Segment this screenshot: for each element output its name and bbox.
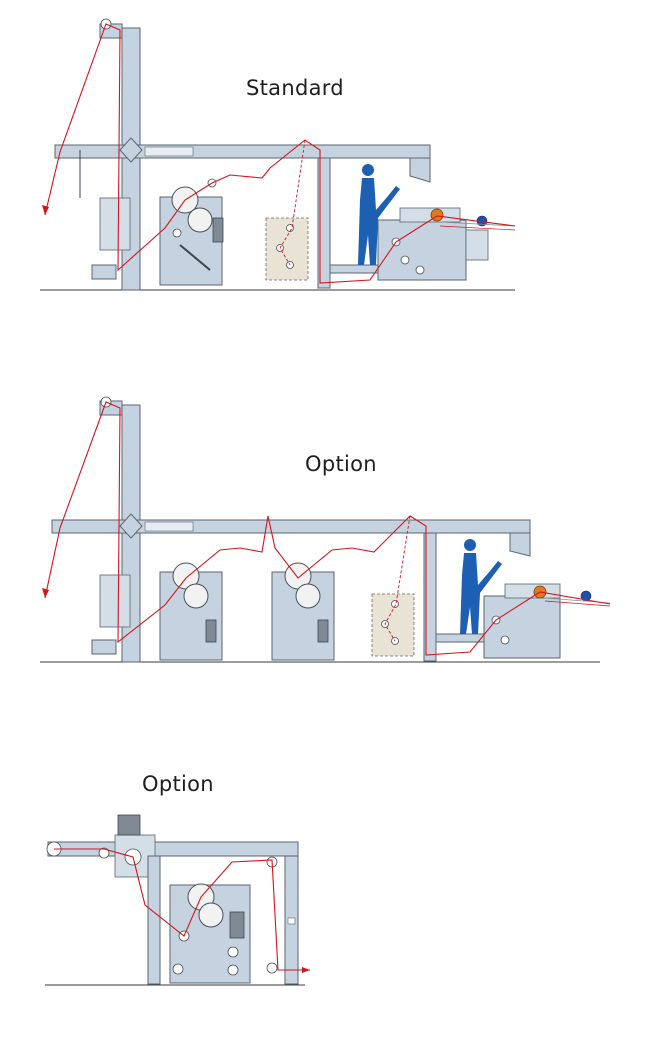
guide-roller — [415, 265, 425, 275]
lower-drum — [295, 583, 321, 609]
festoon-roller — [391, 600, 399, 608]
beam-end-bracket — [509, 532, 531, 557]
lower-drum — [187, 207, 213, 233]
slitter-top — [504, 583, 561, 599]
diagram-option-compact — [45, 814, 310, 986]
web-path — [44, 23, 516, 284]
guide-roller — [227, 946, 239, 958]
cylinder — [205, 619, 217, 643]
lower-drum — [198, 902, 224, 928]
guide-roller — [172, 963, 184, 975]
top-beam — [54, 144, 431, 159]
support-post — [423, 532, 437, 662]
platform — [435, 633, 485, 643]
diagram-option-double — [40, 396, 611, 663]
web-path-dashed — [384, 515, 411, 642]
web-path — [54, 848, 310, 971]
guide-roller — [500, 635, 510, 645]
lower-drum — [183, 583, 209, 609]
beam-joint — [119, 513, 143, 539]
output-web — [544, 600, 611, 607]
guide-roller — [266, 962, 278, 974]
support-post — [317, 157, 331, 289]
slitter-body — [483, 595, 561, 659]
left-post — [147, 855, 161, 985]
web-arrow — [42, 588, 49, 598]
diagram-standard — [40, 18, 516, 291]
beam-joint — [119, 137, 143, 163]
caption-option-1: Option — [305, 452, 377, 476]
cylinder — [212, 217, 224, 243]
output-unit — [465, 229, 489, 261]
guide-roller — [400, 255, 410, 265]
unwind-base — [91, 639, 117, 655]
web-arrow — [302, 967, 310, 973]
guide-roller — [172, 228, 182, 238]
operator-figure — [358, 164, 400, 265]
web-path-dashed — [279, 139, 306, 266]
arm — [179, 244, 211, 271]
caption-option-2: Option — [142, 772, 214, 796]
brand-plate — [144, 146, 194, 157]
slitter-top — [399, 207, 461, 223]
brand-plate — [144, 521, 194, 532]
beam-end-bracket — [409, 157, 431, 183]
unwind-stand — [99, 574, 131, 628]
platform — [329, 264, 379, 274]
output-web — [439, 225, 516, 231]
web-arrow — [42, 205, 49, 215]
cylinder — [317, 619, 329, 643]
motor — [117, 814, 141, 836]
caption-standard: Standard — [246, 76, 344, 100]
guide-roller — [227, 964, 239, 976]
post-tag — [287, 917, 296, 925]
output-web — [439, 221, 516, 227]
guide-roller — [98, 847, 110, 859]
unwind-stand — [99, 197, 131, 251]
operator-figure — [460, 539, 502, 634]
cylinder — [229, 911, 245, 939]
unwind-base — [91, 264, 117, 280]
web-path — [44, 401, 611, 656]
